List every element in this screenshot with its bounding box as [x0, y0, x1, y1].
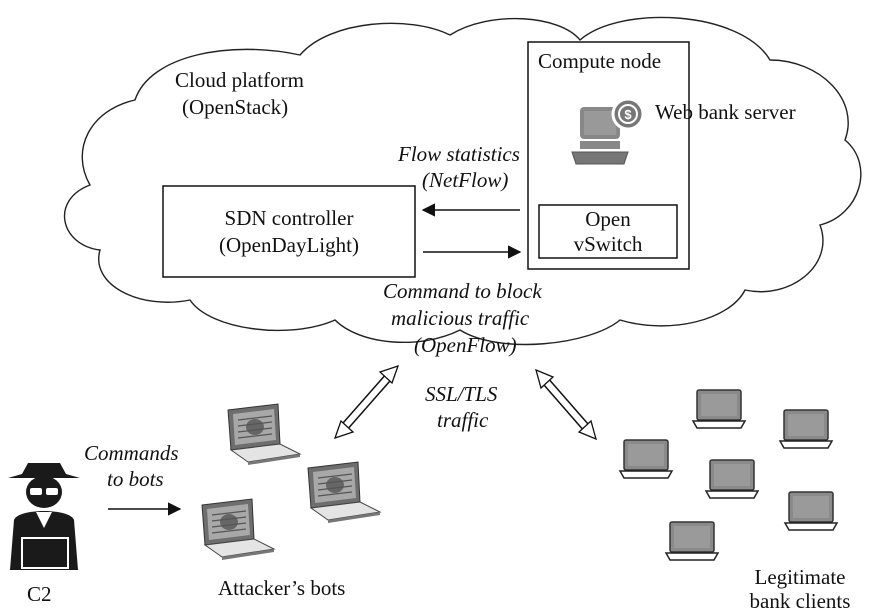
- client-traffic-arrow: [535, 368, 597, 441]
- ssl-tls-label: SSL/TLS: [425, 382, 498, 406]
- sdn-controller-sublabel: (OpenDayLight): [219, 233, 359, 257]
- client-laptop-icon: [705, 459, 759, 499]
- vswitch-label-line2: vSwitch: [573, 232, 643, 256]
- bot-laptop-icon: [307, 461, 381, 524]
- bank-clients-label: bank clients: [749, 589, 851, 613]
- client-laptop-icon: [784, 491, 838, 531]
- c2-label: C2: [27, 582, 52, 606]
- to-bots-label: to bots: [107, 467, 164, 491]
- web-bank-server-label: Web bank server: [655, 100, 796, 124]
- bot-laptop-icon: [227, 403, 301, 466]
- cloud-title: Cloud platform: [175, 68, 304, 92]
- vswitch-label-line1: Open: [585, 207, 631, 231]
- cloud-subtitle: (OpenStack): [182, 95, 289, 119]
- flow-statistics-label: Flow statistics: [398, 142, 520, 166]
- attackers-bots-label: Attacker’s bots: [218, 576, 346, 600]
- hacker-icon: [8, 463, 80, 570]
- server-laptop-icon: [571, 107, 629, 165]
- bot-laptop-icon: [201, 498, 275, 561]
- legitimate-label: Legitimate: [754, 565, 846, 589]
- command-block-label: Command to block: [383, 279, 542, 303]
- openflow-label: (OpenFlow): [414, 333, 517, 357]
- client-laptop-icon: [665, 521, 719, 561]
- client-laptop-icon: [779, 409, 833, 449]
- dollar-coin-icon: $: [611, 97, 645, 131]
- traffic-label: traffic: [437, 408, 489, 432]
- commands-label: Commands: [84, 441, 179, 465]
- vswitch-box: [538, 204, 678, 259]
- netflow-label: (NetFlow): [422, 168, 509, 192]
- client-laptop-icon: [619, 439, 673, 479]
- client-laptop-icon: [692, 389, 746, 429]
- sdn-controller-box: [162, 185, 416, 278]
- malicious-traffic-label: malicious traffic: [391, 306, 530, 330]
- compute-node-title: Compute node: [538, 49, 662, 73]
- sdn-controller-label: SDN controller: [224, 206, 354, 230]
- svg-text:$: $: [624, 107, 632, 122]
- bot-traffic-arrow: [333, 364, 400, 440]
